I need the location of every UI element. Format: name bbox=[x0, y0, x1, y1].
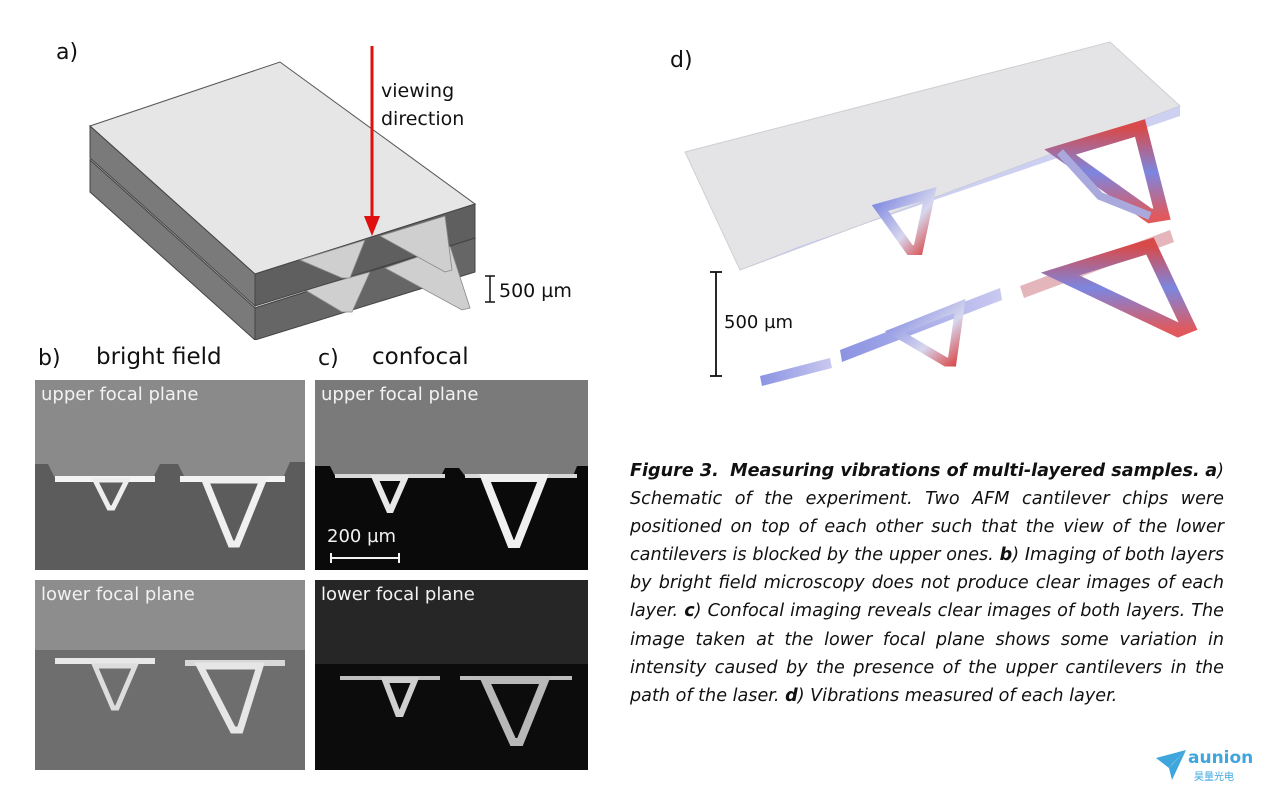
bright-upper-label: upper focal plane bbox=[41, 384, 199, 405]
lower-vib-cantilever-large bbox=[1040, 237, 1198, 338]
upper-cantilever-2 bbox=[378, 215, 453, 273]
confocal-lower-image: lower focal plane bbox=[315, 580, 588, 770]
caption-figure-label: Figure 3. bbox=[630, 461, 719, 481]
logo-subtitle: 昊量光电 bbox=[1194, 772, 1234, 783]
viewing-arrow-head bbox=[364, 216, 380, 236]
logo-brand: aunion bbox=[1188, 748, 1254, 768]
panel-a-scale-label: 500 µm bbox=[499, 280, 572, 302]
caption-part-d-text: ) Vibrations measured of each layer. bbox=[797, 685, 1118, 706]
panel-d-letter: d) bbox=[670, 48, 693, 73]
bright-field-lower-image: lower focal plane bbox=[35, 580, 305, 770]
caption-part-b-letter: b bbox=[999, 545, 1013, 566]
caption-part-c-text: ) Confocal imaging reveals clear images … bbox=[630, 601, 1224, 706]
figure-caption: Figure 3. Measuring vibrations of multi-… bbox=[630, 457, 1224, 710]
lower-layer-bar-left bbox=[760, 358, 832, 386]
panel-b-letter: b) bbox=[38, 346, 61, 371]
confocal-upper-image: upper focal plane 200 µm bbox=[315, 380, 588, 570]
aunion-logo: aunion 昊量光电 bbox=[1156, 748, 1256, 784]
caption-part-a-letter: a bbox=[1205, 461, 1218, 481]
caption-part-c-letter: c bbox=[684, 601, 695, 622]
caption-title: Measuring vibrations of multi-layered sa… bbox=[730, 461, 1200, 481]
aunion-logo-icon bbox=[1156, 750, 1186, 780]
upper-cantilever-1 bbox=[298, 239, 366, 279]
upper-chip-surface bbox=[684, 41, 1181, 271]
panel-a-schematic bbox=[89, 46, 495, 340]
panel-d-scale-label: 500 µm bbox=[724, 312, 794, 333]
arrow-label-viewing: viewing bbox=[381, 80, 455, 102]
vibration-map bbox=[684, 41, 1198, 386]
bright-lower-label: lower focal plane bbox=[41, 584, 195, 605]
panel-c-heading: confocal bbox=[372, 344, 469, 370]
panel-b-heading: bright field bbox=[96, 344, 222, 370]
confocal-lower-label: lower focal plane bbox=[321, 584, 475, 605]
caption-part-a-text: ) Schematic of the experiment. Two AFM c… bbox=[630, 461, 1225, 566]
upper-vib-cantilever-small bbox=[871, 186, 937, 255]
panel-a-letter: a) bbox=[56, 40, 79, 65]
panel-c-letter: c) bbox=[318, 346, 339, 371]
arrow-label-direction: direction bbox=[381, 108, 465, 130]
bright-field-upper-image: upper focal plane bbox=[35, 380, 305, 570]
lower-vib-cantilever-small bbox=[884, 298, 966, 367]
confocal-scale-label: 200 µm bbox=[327, 526, 397, 547]
lower-chip-left-side bbox=[89, 158, 256, 340]
caption-part-b-text: ) Imaging of both layers by bright field… bbox=[630, 545, 1224, 622]
caption-part-d-letter: d bbox=[785, 685, 798, 706]
upper-vib-cantilever-large bbox=[1044, 119, 1171, 224]
confocal-upper-label: upper focal plane bbox=[321, 384, 479, 405]
